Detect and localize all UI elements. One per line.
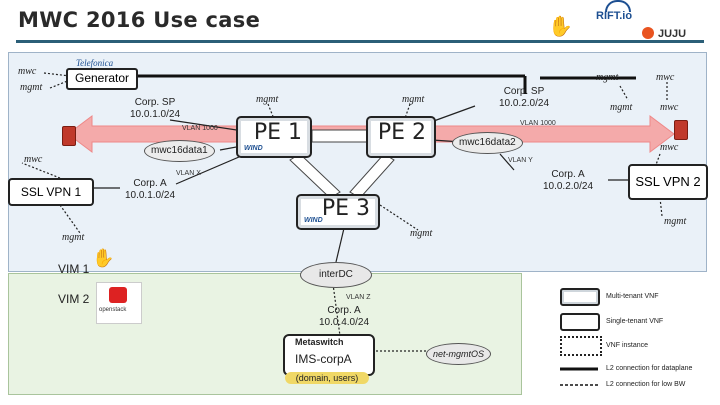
net-corp-a-4-name: Corp. A	[327, 305, 361, 316]
net-mwc16data2: mwc16data2	[452, 132, 523, 154]
mgmt-vpn1-bottom	[59, 204, 81, 234]
legend-single-tenant: Single-tenant VNF	[606, 318, 664, 325]
label-mwc-left-lower: mwc	[24, 154, 43, 165]
pe1-node: WIND PE 1	[236, 116, 312, 158]
legend-low-bw: L2 connection for low BW	[606, 381, 686, 388]
juju-logo: JUJU	[658, 28, 687, 40]
label-mgmt-bottom-right: mgmt	[664, 216, 687, 227]
net-corp-a-4-subnet: 10.0.4.0/24	[318, 317, 370, 328]
phone-right-icon	[674, 120, 688, 140]
openstack-logo-mark	[109, 287, 127, 303]
net-corp-sp-1-subnet: 10.0.1.0/24	[129, 109, 181, 120]
vim1-label: VIM 1	[58, 262, 90, 276]
label-mwc-top-right: mwc	[656, 72, 675, 83]
label-mgmt-pe1: mgmt	[256, 94, 279, 105]
pe2-pe3-tunnel	[349, 153, 395, 199]
mgmt-vpn1-link	[21, 162, 61, 179]
openstack-logo-text: openstack	[99, 307, 127, 313]
pe1-pe3-tunnel	[289, 153, 341, 199]
net-corp-a-1: Corp. A 10.0.1.0/24	[110, 178, 190, 202]
ssl-vpn-1-label: SSL VPN 1	[20, 185, 82, 199]
pe2-node: PE 2	[366, 116, 436, 158]
metaswitch-logo: Metaswitch	[295, 337, 344, 347]
label-mgmt-pe3: mgmt	[410, 228, 433, 239]
pe3-label: PE 3	[321, 196, 370, 221]
pe3-node: WIND PE 3	[296, 194, 380, 230]
net-corp-a-4: Corp. A 10.0.4.0/24	[304, 305, 384, 329]
generator-label: Generator	[74, 71, 130, 85]
pe2-label: PE 2	[377, 120, 426, 145]
net-corp-a-2-name: Corp. A	[551, 169, 585, 180]
ims-label: IMS-corpA	[295, 352, 352, 366]
mwc-right-link	[653, 153, 661, 171]
hand-logo-icon: ✋	[548, 16, 573, 38]
link-corpa2-pe2	[499, 153, 515, 171]
ims-box: Metaswitch IMS-corpA	[283, 334, 375, 376]
juju-logo-icon	[642, 27, 654, 39]
net-corp-sp-1-name: Corp. SP	[134, 97, 176, 108]
label-mgmt-right: mgmt	[610, 102, 633, 113]
label-mwc-right: mwc	[660, 102, 679, 113]
rift-logo: RIFT.io	[596, 10, 633, 22]
label-vlan-y: VLAN Y	[508, 157, 533, 164]
label-mgmt-top-right: mgmt	[596, 72, 619, 83]
openstack-logo-icon: openstack	[96, 282, 142, 324]
legend-dataplane: L2 connection for dataplane	[606, 365, 693, 372]
vim2-label: VIM 2	[58, 292, 90, 306]
telefonica-logo: Telefonica	[76, 58, 114, 68]
label-mgmt-pe2: mgmt	[402, 94, 425, 105]
page-title: MWC 2016 Use case	[18, 8, 261, 32]
label-mgmt-left: mgmt	[20, 82, 43, 93]
net-corp-a-1-subnet: 10.0.1.0/24	[124, 190, 176, 201]
net-interdc: interDC	[300, 262, 372, 288]
ims-node: Metaswitch IMS-corpA (domain, users)	[283, 334, 375, 386]
legend-vnf-instance: VNF instance	[606, 342, 649, 349]
mgmt-vpn2-bottom	[659, 197, 663, 217]
wind-logo-pe1: WIND	[244, 145, 263, 152]
ssl-vpn-1-node: SSL VPN 1	[8, 178, 94, 206]
right-mgmt-links	[619, 85, 629, 101]
mgmt-pe3-link	[379, 204, 419, 231]
legend-multi-tenant: Multi-tenant VNF	[606, 293, 659, 300]
ims-domain-pill: (domain, users)	[285, 372, 369, 384]
net-mwc16data1: mwc16data1	[144, 140, 215, 162]
pe1-label: PE 1	[253, 120, 302, 145]
interdc-down	[332, 283, 341, 337]
label-mwc-right-lower: mwc	[660, 142, 679, 153]
net-mgmtos: net-mgmtOS	[426, 343, 492, 365]
label-mgmt-bottom-left: mgmt	[62, 232, 85, 243]
legend-multi-tenant-icon	[560, 288, 600, 306]
net-corp-sp-1: Corp. SP 10.0.1.0/24	[120, 97, 190, 121]
generator-node: Telefonica Generator	[66, 58, 138, 90]
link-pe3-interdc	[335, 223, 346, 263]
ssl-vpn-2-node: SSL VPN 2	[628, 164, 708, 200]
label-vlan-1000-right: VLAN 1000	[520, 120, 556, 127]
phone-left-icon	[62, 126, 76, 146]
net-corp-sp-2-subnet: 10.0.2.0/24	[498, 98, 550, 109]
mwc-left-link	[43, 72, 71, 77]
wind-logo-pe3: WIND	[304, 217, 323, 224]
label-vlan-x: VLAN X	[176, 170, 201, 177]
legend-vnf-instance-icon	[560, 336, 602, 356]
net-corp-sp-2: Corp. SP 10.0.2.0/24	[484, 86, 564, 110]
net-corp-sp-2-name: Corp. SP	[503, 86, 545, 97]
ssl-vpn-2-label: SSL VPN 2	[635, 174, 701, 189]
title-underline	[16, 40, 704, 43]
vim2-region	[8, 273, 522, 395]
net-corp-a-2: Corp. A 10.0.2.0/24	[528, 169, 608, 193]
label-vlan-1000-left: VLAN 1000	[182, 125, 218, 132]
net-corp-a-2-subnet: 10.0.2.0/24	[542, 181, 594, 192]
pe1-pe2-tunnel	[311, 129, 373, 143]
hand-logo-vim1-icon: ✋	[92, 248, 115, 268]
label-mwc-left: mwc	[18, 66, 37, 77]
label-vlan-z: VLAN Z	[346, 294, 371, 301]
net-corp-a-1-name: Corp. A	[133, 178, 167, 189]
legend-single-tenant-icon	[560, 313, 600, 331]
